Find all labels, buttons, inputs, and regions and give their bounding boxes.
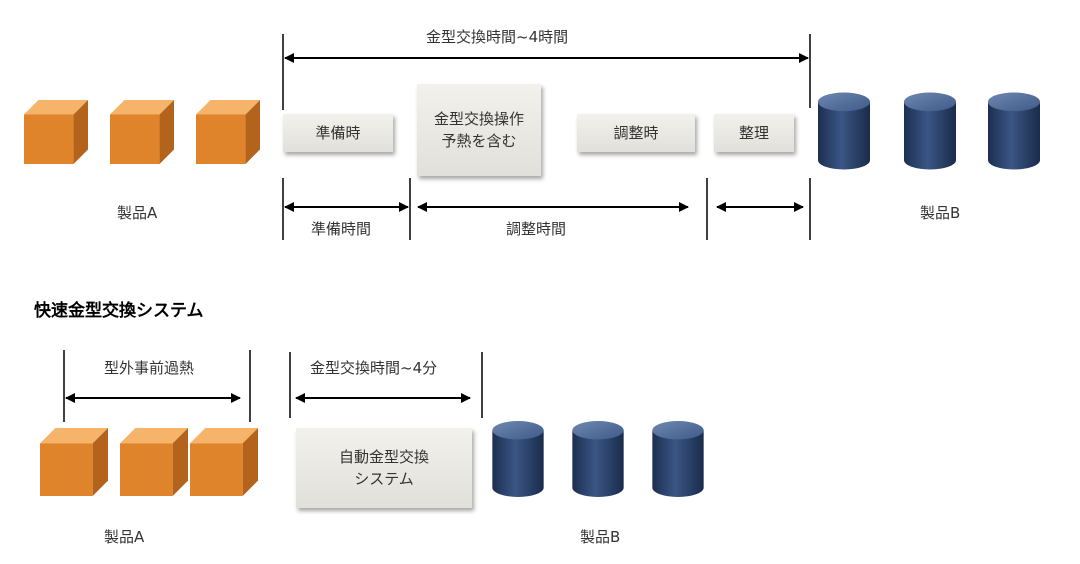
product-a-label: 製品A: [104, 528, 145, 546]
prep-time-label: 準備時間: [311, 220, 372, 238]
step-adjust-label: 調整時: [613, 124, 659, 142]
step-adjust-box: 調整時: [577, 114, 695, 152]
step-prep-box: 準備時: [283, 114, 393, 152]
product-a-cube: [120, 428, 188, 496]
step-prep-label: 準備時: [315, 124, 361, 142]
product-b-cylinder: [818, 92, 870, 170]
product-a-label: 製品A: [117, 204, 158, 222]
product-a-cube: [110, 100, 174, 164]
product-b-cylinder: [572, 421, 624, 497]
section-title: 快速金型交換システム: [34, 301, 204, 321]
step-change-label-line1: 金型交換操作: [433, 110, 524, 128]
step-cleanup-box: 整理: [714, 114, 794, 152]
step-change-box: 金型交換操作 予熱を含む: [417, 84, 541, 176]
product-a-cube: [40, 428, 108, 496]
total-time-label: 金型交換時間~4時間: [426, 28, 569, 46]
change-time-label: 金型交換時間~4分: [310, 359, 438, 377]
auto-box-label-line2: システム: [354, 470, 414, 488]
adjust-time-label: 調整時間: [506, 220, 567, 238]
product-a-cube: [190, 428, 258, 496]
product-b-cylinder: [988, 92, 1040, 170]
step-cleanup-label: 整理: [738, 124, 769, 142]
product-b-cylinder: [904, 92, 956, 170]
product-a-cube: [24, 100, 88, 164]
product-a-cube: [196, 100, 260, 164]
product-b-cylinder: [652, 421, 704, 497]
auto-change-box: 自動金型交換 システム: [296, 428, 472, 508]
auto-box-label-line1: 自動金型交換: [338, 448, 429, 466]
step-change-label-line2: 予熱を含む: [441, 132, 517, 150]
product-b-cylinder: [492, 421, 544, 497]
product-b-label: 製品B: [580, 528, 621, 546]
preheat-label: 型外事前過熱: [104, 359, 195, 377]
product-b-label: 製品B: [920, 204, 961, 222]
